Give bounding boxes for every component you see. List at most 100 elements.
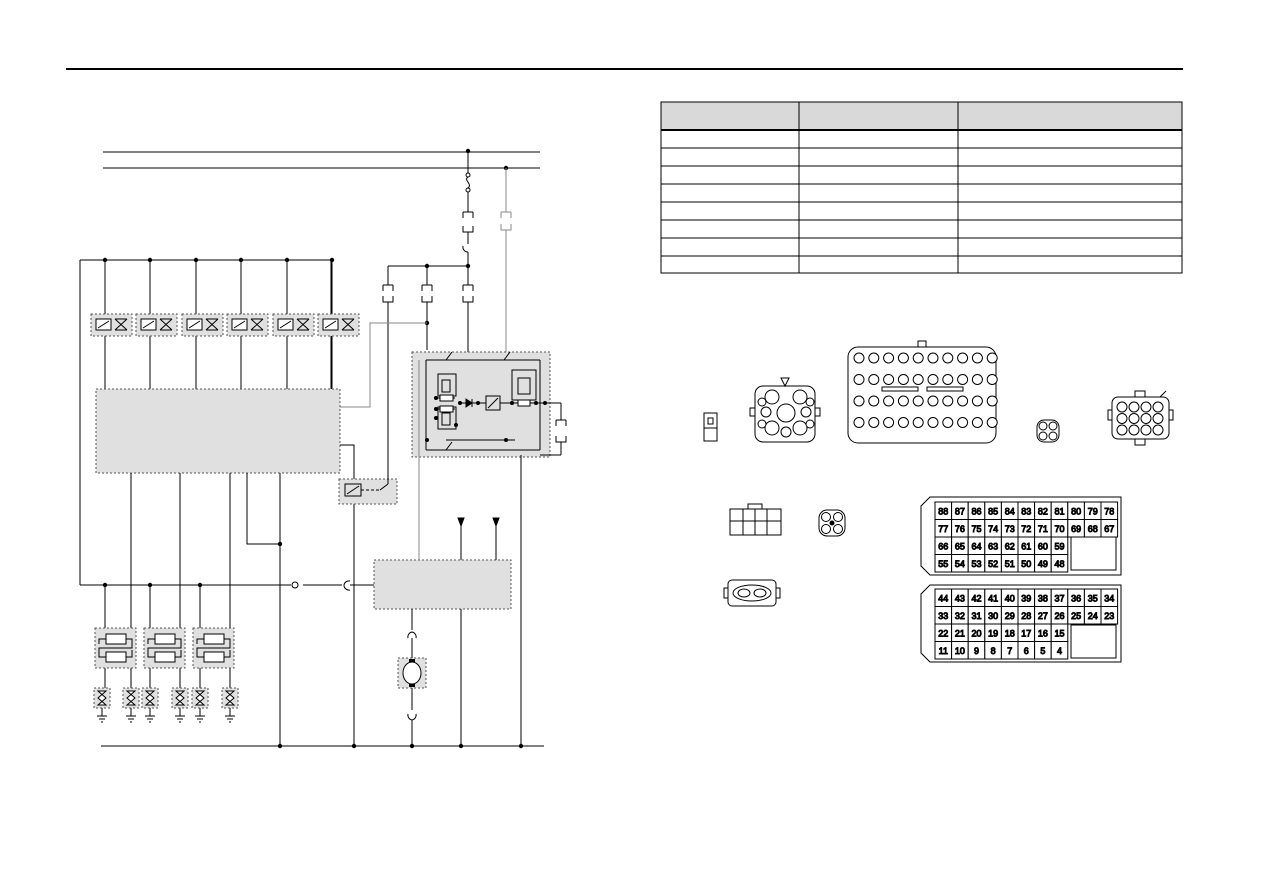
ecu-pin-number: 19 (988, 629, 998, 639)
ecu-pin-number: 62 (1005, 542, 1015, 552)
connector-oval (723, 579, 781, 607)
wheel-sensor-block (143, 627, 186, 669)
ecu-pin-number: 33 (938, 611, 948, 621)
ecu-pin-number: 21 (955, 629, 965, 639)
ecu-pin-number: 76 (955, 524, 965, 534)
ecu-pin-number: 51 (1005, 559, 1015, 569)
ecu-pin-number: 66 (938, 542, 948, 552)
ecu-pin-number: 22 (938, 629, 948, 639)
ecu-pin-number: 42 (971, 594, 981, 604)
connector-hydraulic-unit (749, 377, 821, 443)
ecu-pin-number: 18 (1005, 629, 1015, 639)
ecu-pin-number: 73 (1005, 524, 1015, 534)
wheel-sensor-block (94, 627, 137, 669)
outlet-valve (191, 687, 209, 723)
ecu-pin-number: 25 (1071, 611, 1081, 621)
ecu-pin-number: 44 (938, 594, 948, 604)
ecu-pin-number: 68 (1088, 524, 1098, 534)
ecu-pin-number: 80 (1071, 507, 1081, 517)
ecu-pin-number: 34 (1104, 594, 1114, 604)
ecu-pin-number: 35 (1088, 594, 1098, 604)
connector-12pin (1107, 390, 1174, 446)
wheel-sensor-block (192, 627, 235, 669)
ecu-pin-number: 64 (971, 542, 981, 552)
ecu-pin-number: 10 (955, 646, 965, 656)
solenoid-valve (135, 257, 178, 389)
fuse-symbol (465, 151, 471, 212)
relay-feed-connectors (382, 284, 474, 303)
ecu-pin-number: 77 (938, 524, 948, 534)
ground-icon (195, 715, 205, 723)
solenoid-valve (90, 257, 133, 389)
ecu-pin-number: 32 (955, 611, 965, 621)
ecu-pin-number: 63 (988, 542, 998, 552)
ecu-pin-number: 85 (988, 507, 998, 517)
connector-symbol (462, 211, 474, 266)
ecu-pin-number: 88 (938, 507, 948, 517)
ecu-pin-number: 11 (939, 646, 948, 656)
connector-40pin (847, 340, 998, 444)
connector-8pin (729, 503, 782, 536)
ecu-pin-number: 31 (971, 611, 981, 621)
outlet-valve (93, 687, 111, 723)
outlet-valve (141, 687, 159, 723)
ecu-pin-number: 55 (938, 559, 948, 569)
ecu-pin-number: 49 (1038, 559, 1048, 569)
ecu-pin-number: 86 (971, 507, 981, 517)
ecu-pin-number: 69 (1071, 524, 1081, 534)
pump-motor (397, 657, 427, 746)
ecu-pin-number: 20 (971, 629, 981, 639)
solenoid-valve-row (90, 257, 360, 389)
ecu-pin-number: 81 (1054, 507, 1064, 517)
solenoid-valve (317, 257, 360, 389)
wheel-sensor-blocks (94, 627, 235, 669)
ecu-pin-number: 36 (1071, 594, 1081, 604)
ecu-pin-number: 9 (974, 646, 979, 656)
outlet-valve (171, 687, 189, 723)
solenoid-valve (272, 257, 315, 389)
ecu-pin-number: 52 (988, 559, 998, 569)
warning-lamp-relay (338, 355, 398, 505)
ecu-pin-number: 87 (955, 507, 965, 517)
ecu-pin-number: 70 (1054, 524, 1064, 534)
ecu-pin-number: 65 (955, 542, 965, 552)
ecu-pin-number: 29 (1005, 611, 1015, 621)
ecu-pin-number: 82 (1038, 507, 1048, 517)
ground-icon (97, 715, 107, 723)
ecu-pin-number: 72 (1021, 524, 1031, 534)
ecu-pin-number: 54 (955, 559, 965, 569)
ecu-pin-number: 60 (1038, 542, 1048, 552)
outlet-valve (122, 687, 140, 723)
ecu-pin-number: 37 (1054, 594, 1064, 604)
ecu-pin-number: 39 (1021, 594, 1031, 604)
ground-icon (126, 715, 136, 723)
ecu-pin-number: 7 (1007, 646, 1012, 656)
ground-icon (225, 715, 235, 723)
connector-4pin-a (1036, 419, 1060, 443)
ecu-pin-number: 17 (1021, 629, 1031, 639)
lower-valve-row (93, 687, 239, 723)
outlet-valve (221, 687, 239, 723)
ecu-pin-number: 28 (1021, 611, 1031, 621)
ecu-pin-number: 27 (1038, 611, 1048, 621)
ecu-pin-number: 43 (955, 594, 965, 604)
ecu-pin-number: 4 (1057, 646, 1062, 656)
ecu-pin-number: 5 (1040, 646, 1045, 656)
ecu-pin-number: 38 (1038, 594, 1048, 604)
ecu-pin-number: 84 (1005, 507, 1015, 517)
ecu-pin-number: 74 (988, 524, 998, 534)
ecu-pin-number: 83 (1021, 507, 1031, 517)
ground-icon (175, 715, 185, 723)
ecu-pin-number: 48 (1054, 559, 1064, 569)
solenoid-valve (181, 257, 224, 389)
ecu-pin-number: 8 (991, 646, 996, 656)
solenoid-valve (226, 257, 269, 389)
ecu-pin-number: 75 (971, 524, 981, 534)
ecu-pin-number: 61 (1021, 542, 1031, 552)
ecu-pin-number: 41 (988, 594, 998, 604)
ecu-pin-number: 50 (1021, 559, 1031, 569)
abs-control-unit (95, 388, 341, 474)
ecu-pin-number: 15 (1054, 629, 1064, 639)
